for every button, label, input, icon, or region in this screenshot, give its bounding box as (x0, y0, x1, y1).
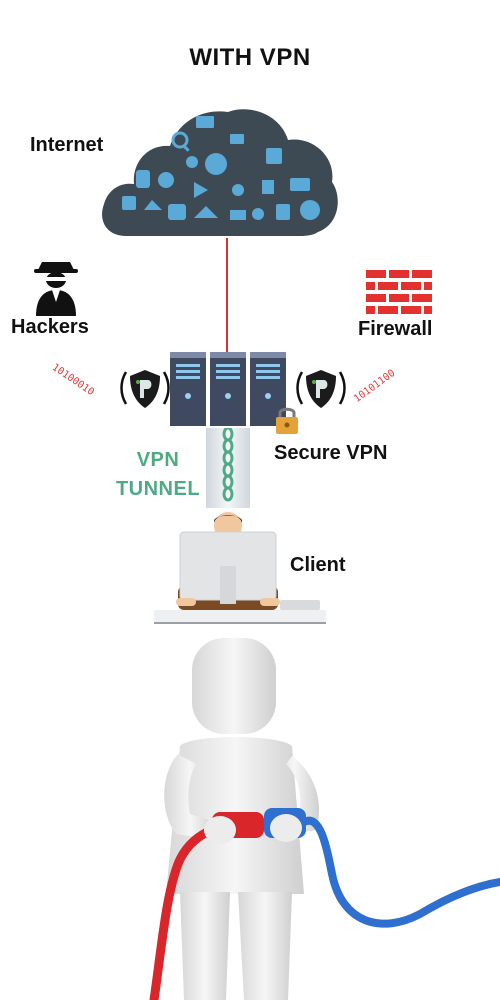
server-icon (170, 352, 286, 426)
hackers-label: Hackers (11, 316, 89, 338)
internet-label: Internet (30, 134, 104, 156)
binary-stream-right: 10101100 (352, 367, 398, 405)
client-label: Client (290, 554, 346, 576)
vpn-label: VPN (136, 449, 180, 471)
vpn-shield-icon-right (296, 370, 346, 408)
binary-stream-left: 10100010 (49, 362, 96, 399)
cloud-icon (102, 109, 338, 236)
tunnel-label: TUNNEL (115, 478, 201, 500)
secure-vpn-label: Secure VPN (274, 442, 388, 464)
lock-icon (276, 407, 298, 434)
tunnel-chain (222, 428, 234, 502)
diagram-title: WITH VPN (189, 44, 311, 71)
internet-link-line (226, 238, 228, 358)
vpn-shield-icon (120, 370, 170, 408)
client-icon (154, 512, 326, 624)
firewall-icon (366, 270, 432, 314)
firewall-label: Firewall (358, 318, 433, 340)
person-icon (149, 638, 500, 1000)
hacker-icon (34, 262, 78, 316)
